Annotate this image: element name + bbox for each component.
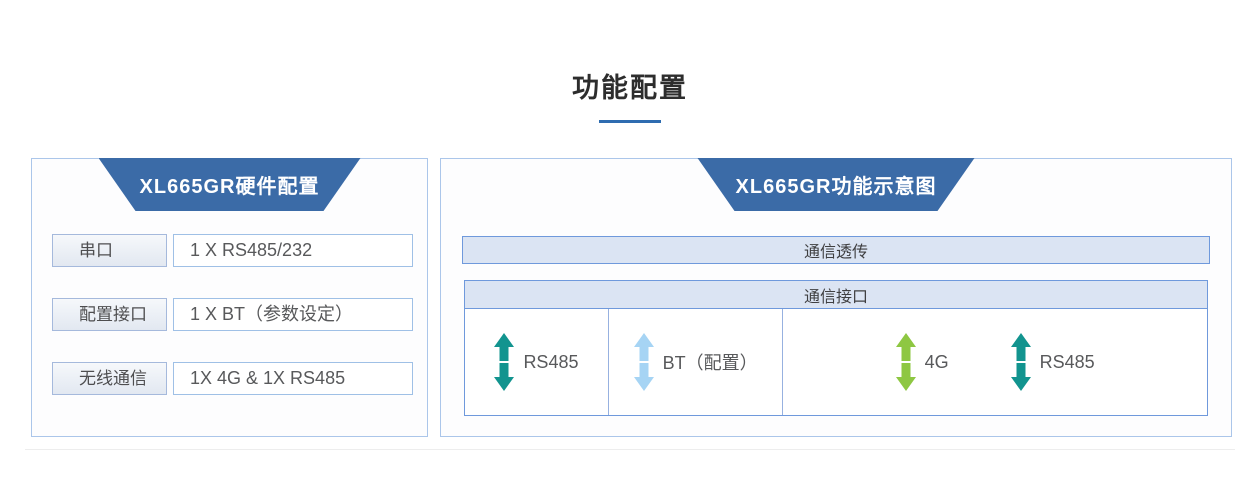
arrow-group-rs485-2: RS485 xyxy=(1010,333,1095,391)
page: 功能配置 XL665GR硬件配置 串口 1 X RS485/232 配置接口 1… xyxy=(0,0,1260,450)
arrow-label-bt: BT（配置） xyxy=(662,353,758,373)
arrow-group-bt: BT（配置） xyxy=(633,333,758,391)
arrow-label-rs485: RS485 xyxy=(523,351,579,372)
interface-cell-bt: BT（配置） xyxy=(609,309,784,415)
hardware-config-header-label: XL665GR硬件配置 xyxy=(139,176,320,198)
table-row: 配置接口 1 X BT（参数设定） xyxy=(52,298,427,331)
communication-interface-header-label: 通信接口 xyxy=(803,288,868,306)
row-value-config-interface: 1 X BT（参数设定） xyxy=(173,298,413,331)
transparent-transmission-bar: 通信透传 xyxy=(462,236,1210,264)
panels-container: XL665GR硬件配置 串口 1 X RS485/232 配置接口 1 X BT… xyxy=(31,158,1232,437)
row-value-wireless-comm: 1X 4G & 1X RS485 xyxy=(173,362,413,395)
function-diagram-panel: XL665GR功能示意图 通信透传 通信接口 xyxy=(440,158,1232,437)
row-value-serial-port: 1 X RS485/232 xyxy=(173,234,413,267)
page-title: 功能配置 xyxy=(572,73,688,103)
communication-interface-header: 通信接口 xyxy=(465,281,1207,309)
hardware-config-rows: 串口 1 X RS485/232 配置接口 1 X BT（参数设定） 无线通信 … xyxy=(32,159,427,395)
interface-cell-4g-rs485: 4G RS485 xyxy=(783,309,1207,415)
row-label-serial-port: 串口 xyxy=(52,234,167,267)
arrow-group-4g: 4G xyxy=(895,333,949,391)
row-label-config-interface: 配置接口 xyxy=(52,298,167,331)
row-label-wireless-comm: 无线通信 xyxy=(52,362,167,395)
table-row: 串口 1 X RS485/232 xyxy=(52,234,427,267)
section-divider xyxy=(25,449,1235,450)
hardware-config-header: XL665GR硬件配置 xyxy=(99,158,361,211)
table-row: 无线通信 1X 4G & 1X RS485 xyxy=(52,362,427,395)
transparent-transmission-label: 通信透传 xyxy=(803,244,868,261)
interface-cell-rs485: RS485 xyxy=(465,309,609,415)
double-vertical-arrow-icon xyxy=(895,333,916,391)
arrow-label-rs485-2: RS485 xyxy=(1039,351,1095,372)
double-vertical-arrow-icon xyxy=(1010,333,1031,391)
arrow-label-4g: 4G xyxy=(924,351,949,372)
double-vertical-arrow-icon xyxy=(633,333,654,391)
title-underline xyxy=(599,120,661,123)
double-vertical-arrow-icon xyxy=(494,333,515,391)
function-diagram-header: XL665GR功能示意图 xyxy=(698,158,975,211)
hardware-config-panel: XL665GR硬件配置 串口 1 X RS485/232 配置接口 1 X BT… xyxy=(31,158,428,437)
communication-interface-table: 通信接口 RS485 xyxy=(464,280,1208,416)
arrow-group-rs485: RS485 xyxy=(494,333,578,391)
function-diagram-header-label: XL665GR功能示意图 xyxy=(735,176,937,198)
page-header: 功能配置 xyxy=(0,0,1260,123)
communication-interface-body: RS485 BT（配置） xyxy=(465,309,1207,415)
